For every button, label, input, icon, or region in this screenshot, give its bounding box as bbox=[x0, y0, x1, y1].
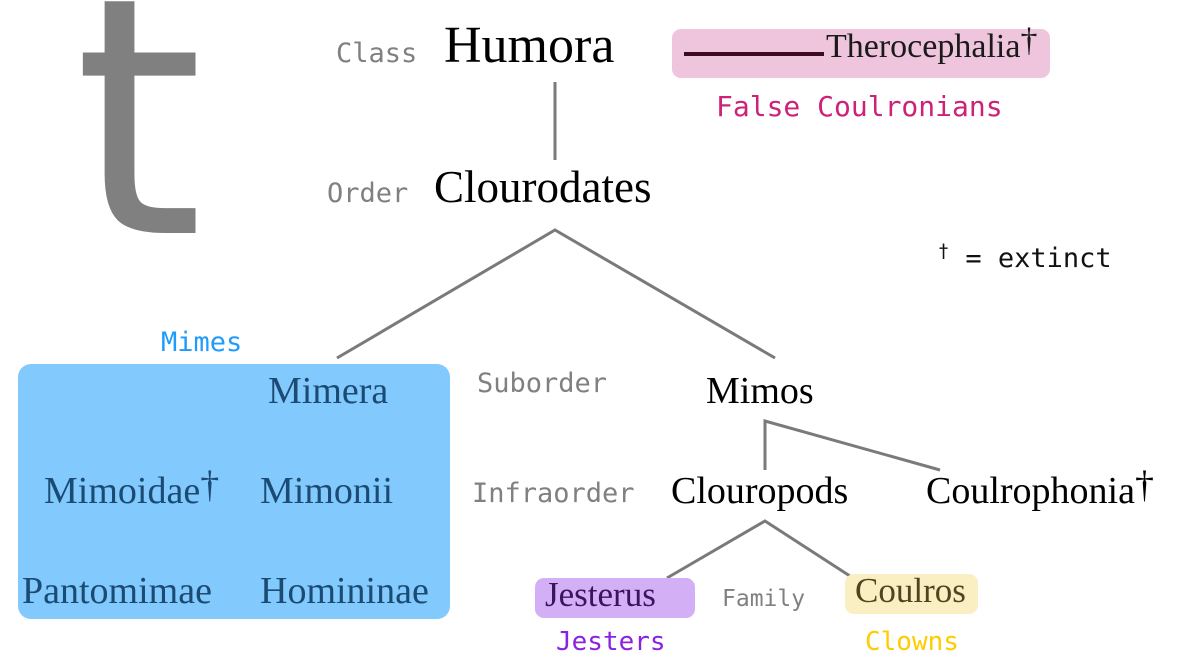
taxon-jesterus-label: Jesterus bbox=[545, 575, 656, 614]
taxon-clourodates[interactable]: Clourodates bbox=[434, 165, 651, 210]
extinct-legend: † = extinct bbox=[938, 241, 1112, 274]
taxon-therocephalia-label: Therocephalia bbox=[826, 28, 1021, 65]
rank-label-suborder: Suborder bbox=[477, 368, 608, 399]
taxon-mimera-label: Mimera bbox=[268, 370, 389, 412]
taxon-clouropods[interactable]: Clouropods bbox=[671, 472, 848, 510]
taxon-mimos-label: Mimos bbox=[706, 370, 814, 412]
taxon-pantomimae-label: Pantomimae bbox=[22, 570, 212, 612]
extinct-legend-text: = extinct bbox=[949, 243, 1112, 274]
taxon-homininae[interactable]: Homininae bbox=[260, 572, 429, 610]
taxon-mimonii-label: Mimonii bbox=[260, 470, 394, 512]
mimes-group-box bbox=[18, 364, 450, 619]
edge-mimos-split bbox=[763, 419, 941, 472]
taxon-clouropods-label: Clouropods bbox=[671, 470, 849, 512]
taxon-mimos[interactable]: Mimos bbox=[706, 372, 814, 410]
edge-humora-therocephalia bbox=[684, 52, 824, 56]
taxon-coulros-label: Coulros bbox=[855, 571, 966, 610]
rank-label-family: Family bbox=[722, 586, 806, 612]
taxon-therocephalia[interactable]: Therocephalia† bbox=[826, 21, 1038, 65]
taxon-mimoidae-label: Mimoidae bbox=[44, 470, 201, 512]
taxon-humora-label: Humora bbox=[444, 17, 615, 74]
taxon-jesterus[interactable]: Jesterus bbox=[545, 577, 656, 612]
taxon-mimonii[interactable]: Mimonii bbox=[260, 472, 393, 510]
taxon-mimoidae[interactable]: Mimoidae† bbox=[44, 463, 220, 512]
taxon-coulrophonia-label: Coulrophonia bbox=[926, 470, 1135, 512]
common-name-clowns: Clowns bbox=[865, 627, 959, 657]
rank-label-order: Order bbox=[327, 178, 409, 209]
rank-label-class: Class bbox=[336, 38, 418, 69]
extinct-legend-dagger: † bbox=[938, 241, 950, 262]
coulros-highlight-box bbox=[845, 574, 978, 614]
taxon-clourodates-label: Clourodates bbox=[434, 162, 652, 212]
taxon-coulros[interactable]: Coulros bbox=[855, 573, 966, 608]
group-label-mimes: Mimes bbox=[161, 327, 243, 358]
common-name-false-coulronians: False Coulronians bbox=[716, 90, 1003, 123]
jesterus-highlight-box bbox=[535, 578, 695, 618]
common-name-jesters: Jesters bbox=[556, 627, 666, 657]
taxon-homininae-label: Homininae bbox=[260, 570, 429, 612]
taxon-mimera[interactable]: Mimera bbox=[268, 372, 388, 410]
taxon-humora[interactable]: Humora bbox=[444, 20, 614, 72]
taxon-pantomimae[interactable]: Pantomimae bbox=[22, 572, 212, 610]
edge-clouropods-split bbox=[666, 519, 854, 580]
edge-clourodates-split bbox=[336, 228, 776, 360]
taxon-coulrophonia[interactable]: Coulrophonia† bbox=[926, 463, 1154, 512]
rank-label-infraorder: Infraorder bbox=[472, 478, 635, 509]
watermark-letter-t: t bbox=[74, 0, 204, 311]
